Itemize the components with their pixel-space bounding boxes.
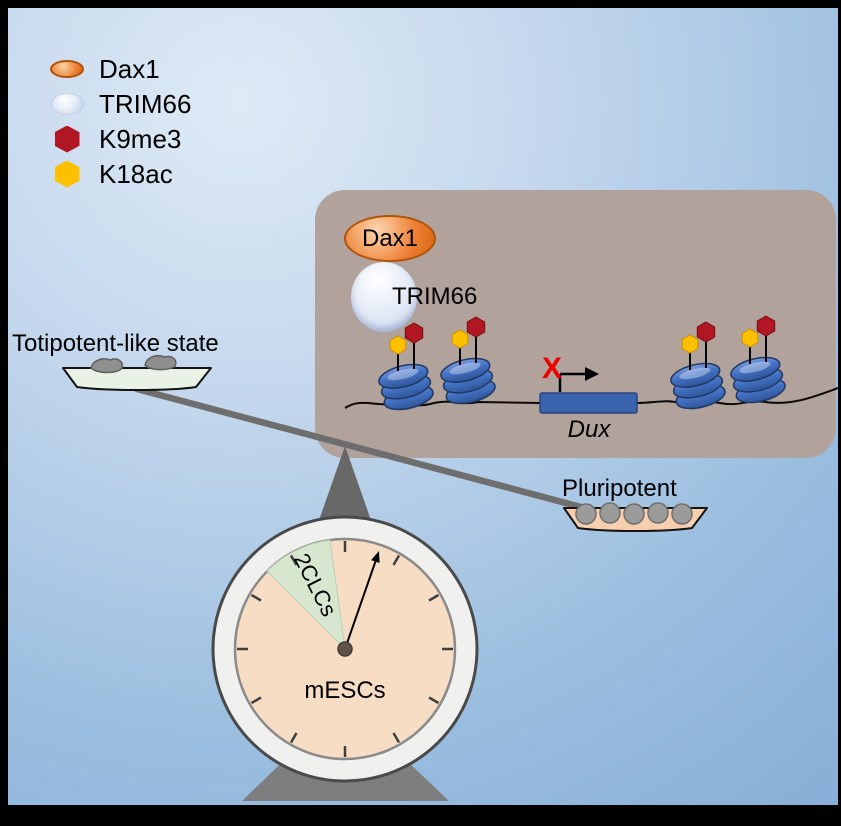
gauge-needle [344,551,380,650]
dux-gene-label: Dux [567,416,611,443]
k9me3-hexagon-icon [54,125,80,153]
gauge-dial [211,515,479,783]
dax1-ellipse-icon [50,60,84,78]
balance-beam [133,385,645,527]
legend-label: K9me3 [99,123,182,154]
legend-label: K18ac [99,158,173,189]
nucleosome [375,359,437,415]
left-pan [62,354,212,391]
histone-marks [681,321,716,371]
totipotent-state-label: Totipotent-like state [12,330,219,357]
cell-blob [144,354,177,371]
cell-blob [90,358,124,374]
cell [647,502,669,524]
repression-x-mark: X [542,352,563,385]
dax1-protein-label: Dax1 [361,224,419,252]
nucleosome [727,352,789,408]
gauge-center-label: mESCs [304,677,386,704]
trim66-protein-label: TRIM66 [392,283,478,310]
histone-marks [451,316,486,366]
nucleosome [667,358,729,414]
legend-label: Dax1 [99,53,160,84]
cell [599,502,621,524]
legend-label: TRIM66 [99,88,192,119]
cell [623,503,645,525]
dux-gene-box [539,392,638,414]
transcription-arrow [558,367,599,392]
legend-item-trim66: TRIM66 [48,88,192,119]
dax1-protein: Dax1 [344,215,436,262]
legend-item-k18ac: K18ac [48,158,191,189]
nucleosome [437,353,499,409]
k18ac-hexagon-icon [54,160,80,188]
legend: Dax1 TRIM66 K9me3 K18ac [48,53,192,189]
cell [575,503,597,525]
histone-marks [741,315,776,365]
cell [671,503,693,525]
legend-item-k9me3: K9me3 [48,123,191,154]
right-pan [563,502,708,532]
histone-marks [389,322,424,372]
pluripotent-state-label: Pluripotent [562,475,677,502]
gauge-2clc-sector [266,539,346,651]
trim66-protein [351,262,417,332]
gauge-hub [337,641,353,657]
trim66-ellipse-icon [50,93,84,115]
legend-item-dax1: Dax1 [48,53,191,84]
gauge-ticks [237,541,453,757]
